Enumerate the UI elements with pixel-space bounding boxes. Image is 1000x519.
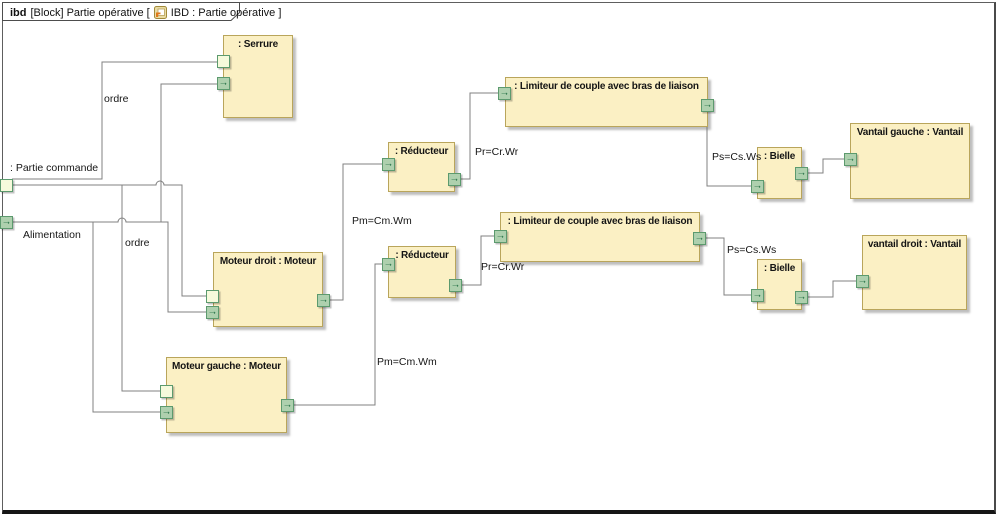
connector-reducteur-limiteur-bas[interactable] bbox=[462, 235, 494, 286]
port-moteur-droit-out[interactable]: → bbox=[317, 294, 330, 307]
flow-arrow-icon: → bbox=[383, 158, 394, 169]
flow-arrow-icon: → bbox=[499, 87, 510, 98]
block-reducteur-bas[interactable]: : Réducteur bbox=[388, 246, 456, 298]
port-vantail-gauche-in[interactable]: → bbox=[844, 153, 857, 166]
connector-ordre-serrure[interactable] bbox=[12, 61, 217, 180]
port-bielle-haut-out[interactable]: → bbox=[795, 167, 808, 180]
block-moteur-gauche[interactable]: Moteur gauche : Moteur bbox=[166, 357, 287, 433]
port-serrure-alim[interactable]: → bbox=[217, 77, 230, 90]
wire-label-pr-bas[interactable]: Pr=Cr.Wr bbox=[481, 261, 525, 273]
flow-arrow-icon: → bbox=[796, 167, 807, 178]
port-limiteur-haut-in[interactable]: → bbox=[498, 87, 511, 100]
block-title: Moteur gauche : Moteur bbox=[172, 361, 281, 372]
connector-ordre-moteur-droit[interactable] bbox=[13, 180, 206, 297]
connector-limiteur-bielle-haut[interactable] bbox=[706, 112, 751, 187]
flow-arrow-icon: → bbox=[318, 294, 329, 305]
block-reducteur-haut[interactable]: : Réducteur bbox=[388, 142, 455, 192]
flow-arrow-icon: → bbox=[383, 258, 394, 269]
port-moteur-gauche-alim[interactable]: → bbox=[160, 406, 173, 419]
wire-label-pr-haut[interactable]: Pr=Cr.Wr bbox=[475, 146, 519, 158]
block-limiteur-haut[interactable]: : Limiteur de couple avec bras de liaiso… bbox=[505, 77, 708, 127]
frame-port-alimentation[interactable]: → bbox=[0, 216, 13, 229]
block-serrure[interactable]: : Serrure bbox=[223, 35, 293, 118]
connector-reducteur-limiteur-haut[interactable] bbox=[461, 92, 498, 180]
block-title: : Réducteur bbox=[395, 250, 449, 261]
flow-arrow-icon: → bbox=[796, 291, 807, 302]
port-reducteur-haut-in[interactable]: → bbox=[382, 158, 395, 171]
tab-outline bbox=[2, 2, 240, 21]
flow-arrow-icon: → bbox=[218, 77, 229, 88]
flow-arrow-icon: → bbox=[449, 173, 460, 184]
port-bielle-bas-out[interactable]: → bbox=[795, 291, 808, 304]
block-title: : Bielle bbox=[763, 151, 796, 162]
block-title: : Limiteur de couple avec bras de liaiso… bbox=[514, 81, 699, 92]
port-reducteur-haut-out[interactable]: → bbox=[448, 173, 461, 186]
block-title: vantail droit : Vantail bbox=[867, 239, 962, 250]
connector-bielle-vantail-droit[interactable] bbox=[808, 280, 856, 298]
frame-port-label-alimentation[interactable]: Alimentation bbox=[23, 229, 81, 241]
block-moteur-droit[interactable]: Moteur droit : Moteur bbox=[213, 252, 323, 327]
port-limiteur-bas-out[interactable]: → bbox=[693, 232, 706, 245]
block-title: : Réducteur bbox=[394, 146, 449, 157]
flow-arrow-icon: → bbox=[857, 275, 868, 286]
flow-arrow-icon: → bbox=[752, 180, 763, 191]
frame-port-label-partie-commande[interactable]: : Partie commande bbox=[10, 162, 99, 174]
block-title: : Serrure bbox=[238, 39, 278, 50]
diagram-name: IBD : Partie opérative ] bbox=[170, 6, 282, 19]
block-title: Moteur droit : Moteur bbox=[219, 256, 317, 267]
block-vantail-droit[interactable]: vantail droit : Vantail bbox=[862, 235, 967, 310]
connector-alimentation-moteur-gauche[interactable] bbox=[92, 222, 160, 413]
wire-label-ps-haut[interactable]: Ps=Cs.Ws bbox=[712, 151, 762, 163]
diagram-header-tab: ibd [Block] Partie opérative [ IBD : Par… bbox=[2, 2, 281, 21]
flow-arrow-icon: → bbox=[752, 289, 763, 300]
block-title: : Bielle bbox=[763, 263, 796, 274]
connector-ordre-moteur-gauche[interactable] bbox=[121, 185, 160, 392]
wire-label-ordre-moteur[interactable]: ordre bbox=[125, 237, 150, 249]
block-vantail-gauche[interactable]: Vantail gauche : Vantail bbox=[850, 123, 970, 199]
wire-label-ps-bas[interactable]: Ps=Cs.Ws bbox=[727, 244, 777, 256]
block-bielle-bas[interactable]: : Bielle bbox=[757, 259, 802, 310]
port-moteur-gauche-ordre[interactable] bbox=[160, 385, 173, 398]
port-limiteur-haut-out[interactable]: → bbox=[701, 99, 714, 112]
flow-arrow-icon: → bbox=[702, 99, 713, 110]
port-bielle-haut-in[interactable]: → bbox=[751, 180, 764, 193]
frame-port-partie-commande[interactable] bbox=[0, 179, 13, 192]
connector-bielle-vantail-gauche[interactable] bbox=[808, 158, 844, 174]
flow-arrow-icon: → bbox=[161, 406, 172, 417]
connector-limiteur-bielle-bas[interactable] bbox=[706, 237, 751, 296]
block-limiteur-bas[interactable]: : Limiteur de couple avec bras de liaiso… bbox=[500, 212, 700, 262]
port-vantail-droit-in[interactable]: → bbox=[856, 275, 869, 288]
port-moteur-gauche-out[interactable]: → bbox=[281, 399, 294, 412]
port-limiteur-bas-in[interactable]: → bbox=[494, 230, 507, 243]
block-bielle-haut[interactable]: : Bielle bbox=[757, 147, 802, 199]
connector-moteur-gauche-reducteur[interactable] bbox=[294, 263, 382, 406]
block-title: Vantail gauche : Vantail bbox=[856, 127, 964, 138]
port-bielle-bas-in[interactable]: → bbox=[751, 289, 764, 302]
flow-arrow-icon: → bbox=[845, 153, 856, 164]
diagram-kind-keyword: ibd bbox=[10, 6, 27, 19]
flow-arrow-icon: → bbox=[207, 306, 218, 317]
port-serrure-ordre[interactable] bbox=[217, 55, 230, 68]
wire-label-ordre-serrure[interactable]: ordre bbox=[104, 93, 129, 105]
port-reducteur-bas-in[interactable]: → bbox=[382, 258, 395, 271]
block-title: : Limiteur de couple avec bras de liaiso… bbox=[507, 216, 693, 227]
flow-arrow-icon: → bbox=[495, 230, 506, 241]
port-moteur-droit-alim[interactable]: → bbox=[206, 306, 219, 319]
diagram-block-name: [Block] Partie opérative [ bbox=[30, 6, 150, 19]
flow-arrow-icon: → bbox=[694, 232, 705, 243]
connector-moteur-droit-reducteur[interactable] bbox=[330, 163, 382, 301]
port-reducteur-bas-out[interactable]: → bbox=[449, 279, 462, 292]
port-moteur-droit-ordre[interactable] bbox=[206, 290, 219, 303]
flow-arrow-icon: → bbox=[450, 279, 461, 290]
wire-label-pm-bas[interactable]: Pm=Cm.Wm bbox=[377, 356, 437, 368]
flow-arrow-icon: → bbox=[282, 399, 293, 410]
ibd-diagram-icon bbox=[153, 6, 167, 19]
flow-arrow-icon: → bbox=[1, 216, 12, 227]
wire-label-pm-haut[interactable]: Pm=Cm.Wm bbox=[352, 215, 412, 227]
connector-alimentation-serrure[interactable] bbox=[160, 83, 217, 222]
connector-alimentation-main[interactable] bbox=[13, 217, 206, 313]
